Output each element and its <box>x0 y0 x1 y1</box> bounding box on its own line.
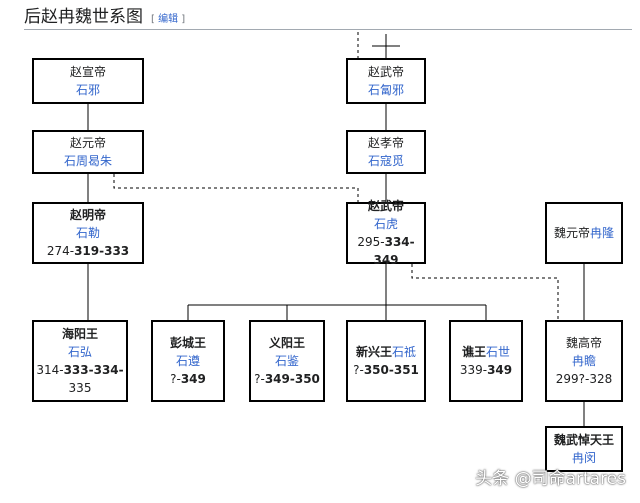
node-pengcheng: 彭城王 石遵 ?-349 <box>151 320 225 402</box>
node-title: 魏元帝 <box>553 226 590 240</box>
page-title: 后赵冉魏世系图 <box>24 7 143 27</box>
node-title: 义阳王 <box>268 336 305 350</box>
node-name-link[interactable]: 石遵 <box>175 354 200 368</box>
birth-year: 295- <box>357 235 385 249</box>
node-years: ?-349 <box>170 370 206 388</box>
node-name-link[interactable]: 石勒 <box>75 226 100 240</box>
node-title: 赵元帝 <box>69 136 106 150</box>
node-title: 新兴王 <box>355 345 392 359</box>
node-qiao: 谯王石世 339-349 <box>449 320 523 402</box>
dashed-link-yuan-wudi <box>113 174 359 202</box>
node-years: 314-333-334- <box>36 361 123 379</box>
node-years: 339-349 <box>460 361 512 379</box>
node-yiyang: 义阳王 石鉴 ?-349-350 <box>249 320 325 402</box>
node-zhao-yuan: 赵元帝 石周曷朱 <box>32 130 144 174</box>
header-divider <box>24 29 632 30</box>
reign-years: 350-351 <box>363 363 419 377</box>
reign-years: 319-333 <box>74 244 130 258</box>
node-name-link[interactable]: 冉瞻 <box>571 354 596 368</box>
birth-year: 274- <box>46 244 75 258</box>
node-title: 赵宣帝 <box>69 65 106 79</box>
node-title: 魏武悼天王 <box>553 433 614 447</box>
node-name-link[interactable]: 冉闵 <box>571 451 596 465</box>
reign-years: 334-349 <box>373 235 415 267</box>
node-name-link[interactable]: 石弘 <box>67 345 92 359</box>
death-year: 335 <box>68 381 92 395</box>
node-name-link[interactable]: 石邪 <box>75 83 100 97</box>
birth-year: 314- <box>36 363 64 377</box>
node-title-row: 魏元帝冉隆 <box>554 224 614 242</box>
node-title-row: 新兴王石祗 <box>356 343 416 361</box>
node-years: 295-334-349 <box>348 233 424 269</box>
node-xinxing: 新兴王石祗 ?-350-351 <box>346 320 426 402</box>
node-years: ?-349-350 <box>254 370 320 388</box>
birth-year: 339- <box>459 363 488 377</box>
node-name-link[interactable]: 石虎 <box>373 217 398 231</box>
node-zhao-xuan: 赵宣帝 石邪 <box>32 58 144 104</box>
node-title-row: 谯王石世 <box>462 343 510 361</box>
node-title: 赵明帝 <box>69 208 106 222</box>
section-header: 后赵冉魏世系图 [ 编辑 ] <box>24 2 185 30</box>
edit-bracket-open: [ <box>151 14 155 25</box>
node-title: 魏高帝 <box>565 336 602 350</box>
watermark: 头条 @司命artares <box>475 469 626 489</box>
node-zhao-wudi: 赵武帝 石虎 295-334-349 <box>346 199 426 267</box>
node-title: 赵武帝 <box>367 65 404 79</box>
node-title: 彭城王 <box>169 336 206 350</box>
edit-bracket-close: ] <box>181 14 186 25</box>
reign-years: 333-334- <box>63 363 124 377</box>
reign-years: 349 <box>180 372 206 386</box>
node-name-link[interactable]: 石匐邪 <box>367 83 404 97</box>
node-title: 赵孝帝 <box>367 136 404 150</box>
node-years: 274-319-333 <box>47 242 129 260</box>
birth-year: ?- <box>254 372 265 386</box>
reign-years: 349-350 <box>264 372 320 386</box>
node-wei-wudao: 魏武悼天王 冉闵 <box>545 426 623 472</box>
edit-link-wrap: [ 编辑 ] <box>151 10 185 25</box>
node-name-link[interactable]: 石鉴 <box>274 354 299 368</box>
node-name-link[interactable]: 冉隆 <box>590 226 615 240</box>
node-name-link[interactable]: 石世 <box>486 345 511 359</box>
birth-year: ?- <box>353 363 364 377</box>
dashed-link-wudi-weigao <box>411 264 559 320</box>
node-zhao-xiao: 赵孝帝 石寇觅 <box>346 130 426 174</box>
reign-years: 349 <box>487 363 513 377</box>
node-years: 299?-328 <box>555 372 613 386</box>
node-zhao-wu: 赵武帝 石匐邪 <box>346 58 426 104</box>
node-name-link[interactable]: 石周曷朱 <box>63 154 112 168</box>
node-title: 谯王 <box>461 345 486 359</box>
node-name-link[interactable]: 石寇觅 <box>367 154 404 168</box>
node-years: ?-350-351 <box>353 361 419 379</box>
edit-link[interactable]: 编辑 <box>158 14 179 25</box>
node-wei-yuan: 魏元帝冉隆 <box>545 202 623 264</box>
birth-year: ?- <box>170 372 181 386</box>
node-name-link[interactable]: 石祗 <box>392 345 417 359</box>
node-haiyang: 海阳王 石弘 314-333-334- 335 <box>32 320 128 402</box>
node-title: 赵武帝 <box>367 199 404 213</box>
node-title: 海阳王 <box>61 327 98 341</box>
node-wei-gao: 魏高帝 冉瞻 299?-328 <box>545 320 623 402</box>
node-zhao-ming: 赵明帝 石勒 274-319-333 <box>32 202 144 264</box>
